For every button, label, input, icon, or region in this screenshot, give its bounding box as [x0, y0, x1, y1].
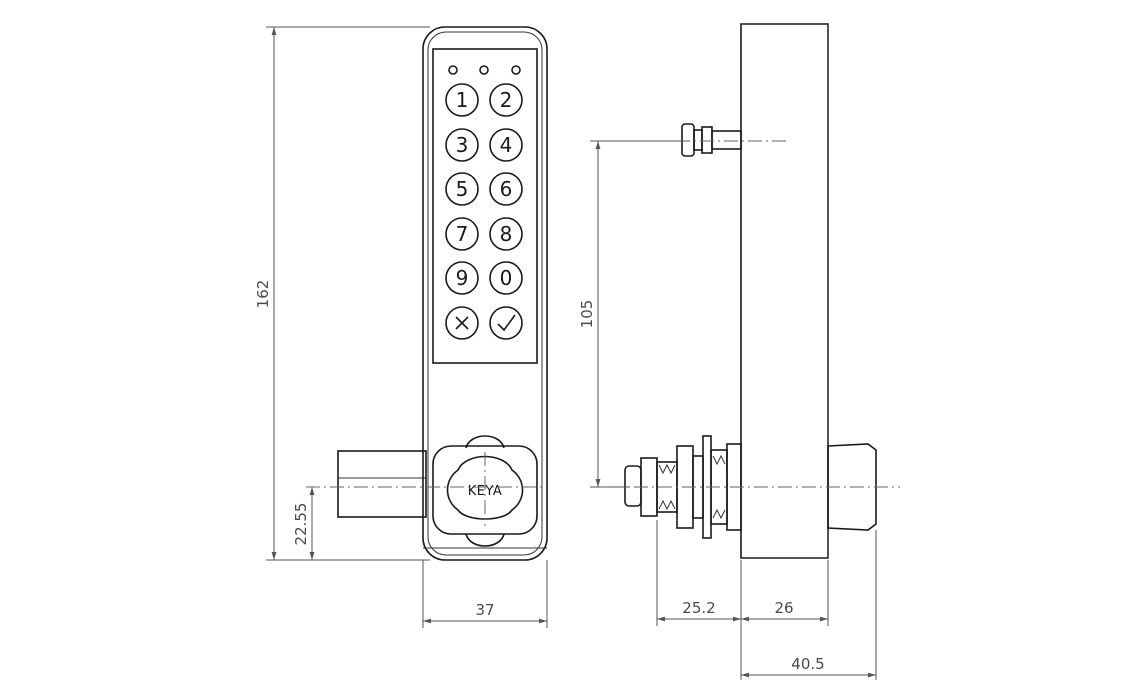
key-3-label: 3 — [456, 133, 469, 157]
key-8-label: 8 — [500, 222, 513, 246]
dim-cam-to-led-height: 105 — [578, 300, 596, 329]
check-icon — [497, 314, 516, 332]
key-cancel[interactable] — [445, 306, 479, 340]
side-body — [740, 23, 829, 559]
key-5[interactable]: 5 — [445, 172, 479, 206]
key-5-label: 5 — [456, 177, 469, 201]
key-0-label: 0 — [500, 266, 513, 290]
dim-thread-length: 25.2 — [682, 599, 715, 617]
keypad-panel — [432, 48, 538, 364]
front-cam — [337, 450, 427, 518]
led-1 — [448, 65, 458, 75]
keypad-keys: 1 2 3 4 5 6 7 8 9 0 — [445, 83, 523, 340]
key-7-label: 7 — [456, 222, 469, 246]
side-rear-cap — [827, 443, 877, 531]
front-housing-inner — [427, 31, 543, 556]
front-lower-cap: KEYA — [423, 435, 547, 549]
key-8[interactable]: 8 — [489, 217, 523, 251]
side-upper-pin — [681, 123, 742, 157]
dim-overall-depth: 40.5 — [791, 655, 824, 673]
key-2[interactable]: 2 — [489, 83, 523, 117]
dim-total-height: 162 — [254, 280, 272, 309]
key-6[interactable]: 6 — [489, 172, 523, 206]
key-9[interactable]: 9 — [445, 261, 479, 295]
front-view: 1 2 3 4 5 6 7 8 9 0 — [306, 26, 548, 561]
dim-cam-offset: 22.55 — [292, 503, 310, 546]
side-view — [610, 23, 900, 559]
led-indicators — [448, 65, 521, 75]
front-housing-outer — [422, 26, 548, 561]
dim-body-width: 37 — [475, 601, 494, 619]
key-4[interactable]: 4 — [489, 128, 523, 162]
led-2 — [479, 65, 489, 75]
key-4-label: 4 — [500, 133, 513, 157]
dimension-lines: 162 22.55 37 105 25.2 26 40.5 — [254, 26, 877, 680]
key-7[interactable]: 7 — [445, 217, 479, 251]
led-3 — [511, 65, 521, 75]
key-confirm[interactable] — [489, 306, 523, 340]
key-0[interactable]: 0 — [489, 261, 523, 295]
key-1[interactable]: 1 — [445, 83, 479, 117]
dim-body-depth: 26 — [774, 599, 793, 617]
key-9-label: 9 — [456, 266, 469, 290]
brand-logo: KEYA — [468, 484, 503, 499]
key-3[interactable]: 3 — [445, 128, 479, 162]
key-6-label: 6 — [500, 177, 513, 201]
key-2-label: 2 — [500, 88, 513, 112]
cross-icon — [455, 316, 469, 330]
key-1-label: 1 — [456, 88, 469, 112]
